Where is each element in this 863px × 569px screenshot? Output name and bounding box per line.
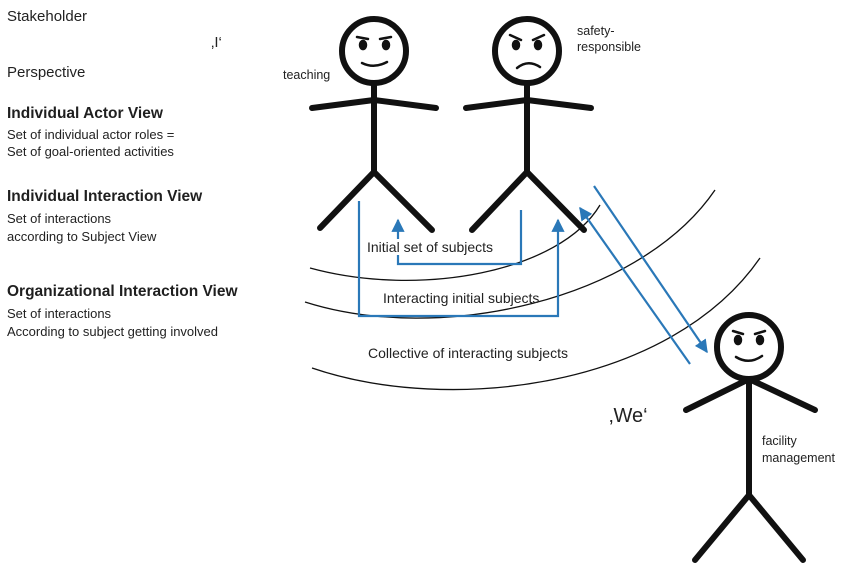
arrow-outer-loop — [357, 201, 565, 318]
safety-responsible-label-line1: safety- — [577, 24, 615, 38]
arc-outer — [311, 257, 761, 391]
teaching-label: teaching — [283, 68, 331, 82]
organizational-interaction-view-title: Organizational Interaction View — [7, 283, 238, 300]
arrow-to-facility — [593, 185, 708, 354]
facility-label-line1: facility — [762, 434, 797, 448]
perspective-label: Perspective — [7, 64, 86, 81]
face-smile-teaching — [355, 35, 393, 67]
stick-figure-teaching — [309, 16, 439, 233]
individual-interaction-view-line1: Set of interactions — [7, 211, 112, 226]
face-frown-safety — [508, 33, 546, 70]
face-smile-facility — [731, 329, 767, 362]
individual-actor-view-line2: Set of goal-oriented activities — [7, 144, 174, 159]
i-quote-label: ‚I‘ — [211, 34, 222, 51]
individual-interaction-view-title: Individual Interaction View — [7, 188, 203, 205]
individual-actor-view-title: Individual Actor View — [7, 105, 163, 122]
individual-interaction-view-line2: according to Subject View — [7, 229, 157, 244]
facility-label-line2: management — [762, 451, 835, 465]
arc-label-collective: Collective of interacting subjects — [368, 345, 568, 361]
stakeholder-label: Stakeholder — [7, 8, 88, 25]
arc-label-initial-set: Initial set of subjects — [366, 239, 495, 255]
individual-actor-view-line1: Set of individual actor roles = — [7, 127, 175, 142]
arrow-from-facility — [579, 206, 691, 365]
organizational-interaction-view-line1: Set of interactions — [7, 306, 112, 321]
arc-middle — [304, 189, 716, 319]
safety-responsible-label-line2: responsible — [577, 40, 641, 54]
organizational-interaction-view-line2: According to subject getting involved — [7, 324, 219, 339]
arc-label-interacting-initial: Interacting initial subjects — [383, 290, 540, 306]
we-quote-label: ‚We‘ — [609, 405, 648, 427]
stick-figure-safety-responsible — [463, 16, 594, 233]
